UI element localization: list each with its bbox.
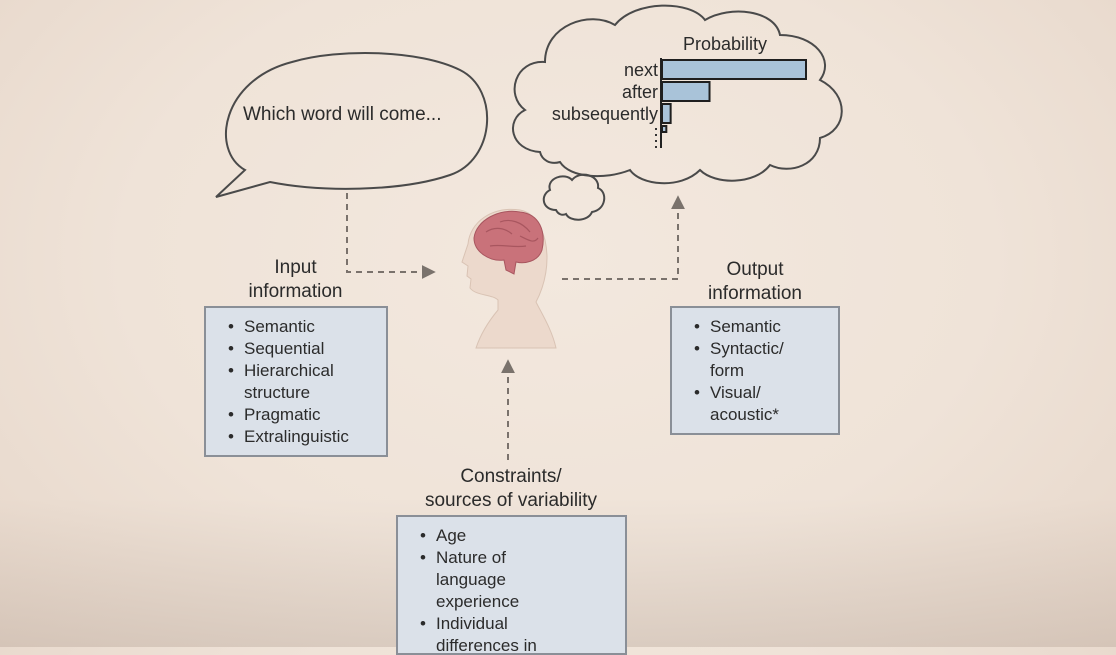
- output-item-continuation: acoustic*: [710, 405, 779, 424]
- output-heading: Output information: [690, 258, 820, 306]
- probability-bar: [661, 59, 807, 80]
- thought-bubble: [512, 4, 843, 185]
- input-item: Sequential: [228, 338, 376, 360]
- output-heading-line2: information: [708, 283, 802, 304]
- input-heading-line1: Input: [274, 257, 317, 278]
- output-item: Visual/: [694, 382, 828, 404]
- prob-word-next: next: [623, 60, 658, 80]
- input-item: Semantic: [228, 316, 376, 338]
- head-illustration: [461, 208, 557, 349]
- constraints-heading: Constraints/ sources of variability: [398, 465, 624, 513]
- probability-title: Probability: [683, 34, 768, 54]
- speech-bubble: [215, 51, 489, 198]
- probability-bar: [661, 103, 672, 124]
- output-box: Semantic Syntactic/ form Visual/ acousti…: [670, 306, 840, 435]
- input-heading: Input information: [228, 256, 363, 304]
- input-item: Pragmatic: [228, 404, 376, 426]
- probability-bar: [661, 125, 668, 133]
- output-heading-line1: Output: [726, 259, 784, 280]
- brain-folds: [485, 219, 539, 248]
- constraints-heading-line2: sources of variability: [424, 490, 598, 511]
- output-item: Syntactic/: [694, 338, 828, 360]
- arrow-speech-to-brain: [346, 193, 436, 279]
- input-item: Hierarchical: [228, 360, 376, 382]
- input-heading-line2: information: [248, 281, 343, 302]
- prob-bars: [661, 59, 807, 133]
- input-box: Semantic Sequential Hierarchical structu…: [204, 306, 388, 457]
- output-item: Semantic: [694, 316, 828, 338]
- constraints-item-continuation: language: [436, 570, 506, 589]
- constraints-item: Individual: [420, 613, 615, 635]
- constraints-item-continuation: differences in: [436, 636, 537, 655]
- prob-word-after: after: [621, 82, 658, 102]
- arrow-brain-to-thought: [562, 195, 685, 280]
- speech-bubble-text: Which word will come...: [243, 104, 442, 125]
- probability-bar: [661, 81, 711, 102]
- input-item: Extralinguistic: [228, 426, 376, 448]
- prob-word-subsequently: subsequently: [551, 104, 658, 124]
- constraints-box: Age Nature of language experience Indivi…: [396, 515, 627, 655]
- constraints-item: Nature of: [420, 547, 615, 569]
- constraints-item-continuation: experience: [436, 592, 520, 611]
- constraints-item: Age: [420, 525, 615, 547]
- output-item-continuation: form: [710, 361, 744, 380]
- input-item-continuation: structure: [244, 383, 311, 402]
- thought-puff: [542, 173, 606, 221]
- constraints-heading-line1: Constraints/: [460, 466, 562, 487]
